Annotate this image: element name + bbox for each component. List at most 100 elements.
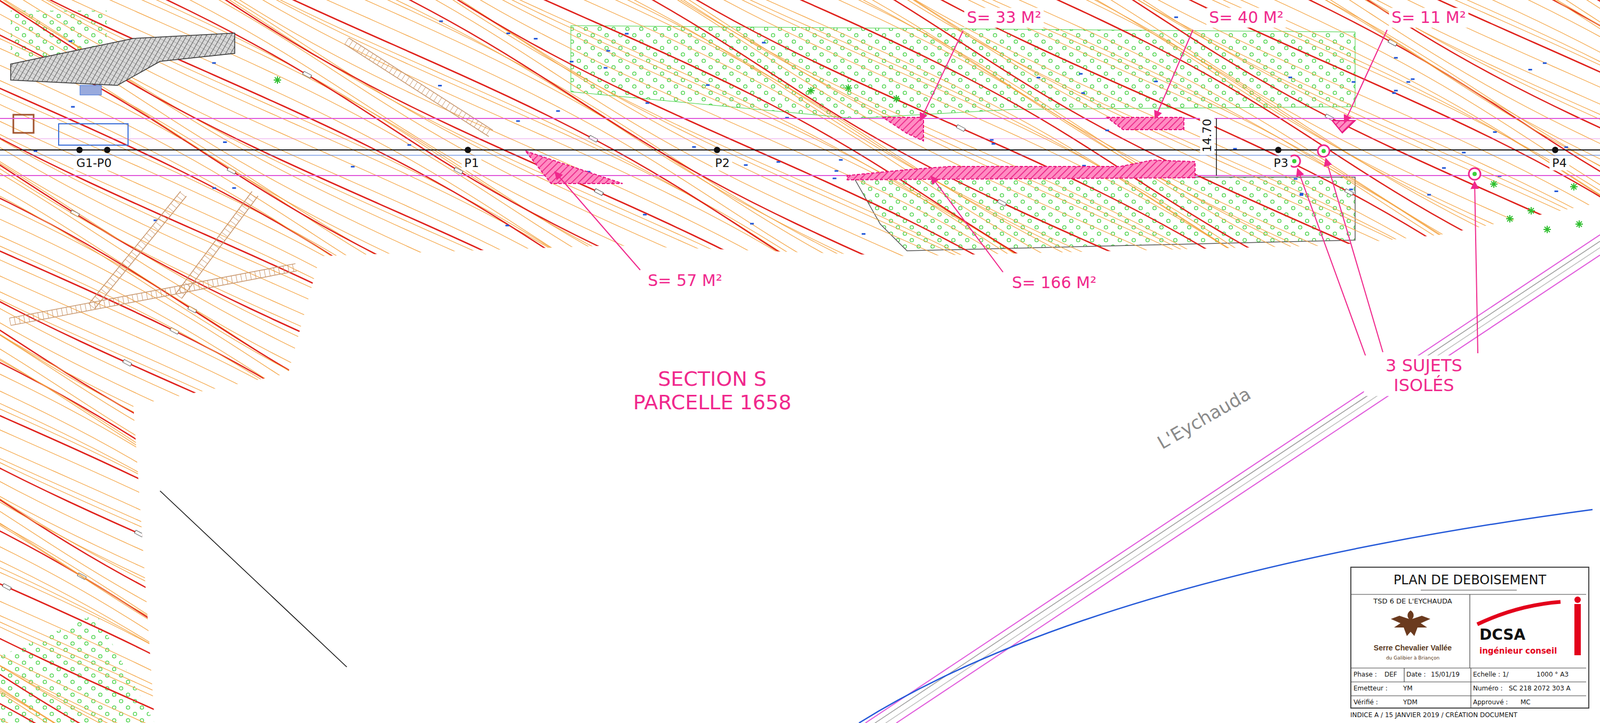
contour-line <box>8 0 1446 723</box>
survey-mark <box>705 84 710 86</box>
pylon-dot <box>104 146 111 154</box>
trail-tick <box>131 251 138 257</box>
corridor-edge <box>0 117 1600 119</box>
dimension-line <box>1215 118 1217 176</box>
trail-tick <box>175 293 182 299</box>
contour-line <box>0 0 714 723</box>
contour-line <box>0 0 1342 723</box>
forest-areas <box>0 10 1356 723</box>
lift-corridor <box>0 118 1600 176</box>
survey-mark <box>839 158 843 161</box>
trail-tick <box>109 277 116 283</box>
contour-line <box>1099 0 1600 723</box>
contour-line <box>0 0 1253 723</box>
pylon-dot <box>1551 146 1559 154</box>
pylon-label: P3 <box>1270 155 1291 171</box>
trail-tick <box>174 286 177 294</box>
contour-line <box>62 0 1509 723</box>
trail-tick <box>250 272 252 280</box>
contour-line <box>0 0 537 723</box>
trail-tick <box>140 240 147 246</box>
river-line <box>874 241 1600 723</box>
survey-mark <box>1410 78 1415 81</box>
shrub-symbol <box>273 76 282 84</box>
trail-tick <box>421 86 426 94</box>
tree-symbol <box>1317 145 1330 157</box>
pylon-label: G1-P0 <box>73 155 115 171</box>
cell-label: Date : <box>1406 671 1427 679</box>
cell-label: Approuvé : <box>1473 698 1508 707</box>
trail-tick <box>113 274 119 280</box>
trail-tick <box>474 120 479 127</box>
leader-line <box>1344 29 1388 123</box>
cell-value: DEF <box>1384 671 1398 679</box>
survey-mark <box>212 62 217 65</box>
trail-tick <box>369 53 374 60</box>
contour-line <box>650 0 1600 723</box>
corridor-edge <box>0 174 1600 177</box>
clearing-area <box>1332 120 1356 133</box>
revision-note: INDICE A / 15 JANVIER 2019 / CRÉATION DO… <box>1350 711 1518 720</box>
survey-mark <box>223 141 227 143</box>
shrub-symbol <box>892 94 901 103</box>
contour-line <box>0 0 1095 723</box>
survey-mark <box>33 150 38 153</box>
cell-label: Numéro : <box>1473 685 1503 693</box>
station <box>80 85 102 95</box>
area-callout: S= 11 M² <box>1388 8 1469 28</box>
trail-tick <box>66 307 68 315</box>
pylon-label: P4 <box>1549 155 1570 171</box>
trail-tick <box>179 192 186 197</box>
trail-tick <box>226 276 228 285</box>
trail-tick <box>122 263 129 268</box>
isolated-trees <box>1288 145 1481 180</box>
trail-tick <box>91 300 98 306</box>
trail-tick <box>100 289 107 294</box>
trail-tick <box>449 105 455 112</box>
lift-axis <box>0 149 1600 151</box>
survey-mark <box>1105 129 1110 132</box>
contour-line <box>0 0 396 723</box>
boundary <box>160 490 347 667</box>
contour-line <box>0 0 1223 723</box>
trail-tick <box>231 275 233 284</box>
trail-tick <box>221 277 224 285</box>
trail-tick <box>170 203 177 209</box>
leader-line <box>554 171 641 270</box>
trail-tick <box>244 201 251 206</box>
contour-tag <box>512 263 522 271</box>
contour-line <box>0 0 1313 723</box>
contour-line <box>1075 0 1600 723</box>
contour-line <box>858 0 1600 723</box>
trail-tick <box>117 297 120 305</box>
client-tagline: du Galibier à Briançon <box>1351 655 1475 661</box>
trail-tick <box>344 37 349 45</box>
contour-line <box>1335 0 1600 723</box>
contour-tag <box>1344 188 1354 196</box>
trail-tick <box>155 290 158 298</box>
cell-label: Phase : <box>1353 671 1377 679</box>
cell-label: Emetteur : <box>1353 685 1388 693</box>
building <box>13 114 34 133</box>
survey-mark <box>691 146 696 148</box>
cell-value: 1000 ° A3 <box>1536 671 1569 679</box>
cell-value: MC <box>1520 698 1531 707</box>
contour-line <box>1104 0 1600 723</box>
survey-mark <box>1392 92 1397 94</box>
contour-line <box>833 0 1600 723</box>
survey-mark <box>212 187 217 189</box>
survey-mark <box>1078 73 1083 75</box>
trail-tick <box>193 271 199 276</box>
contour-line <box>237 0 1600 723</box>
survey-mark <box>606 50 611 52</box>
cell-label: Vérifié : <box>1353 698 1379 707</box>
trail-edge <box>10 271 297 326</box>
survey-mark <box>407 144 412 146</box>
trail-tick <box>75 305 77 314</box>
contour-line <box>0 0 1214 723</box>
trail-tick <box>241 205 248 210</box>
survey-mark <box>991 142 996 145</box>
contour-line <box>108 0 1556 723</box>
contour-line <box>420 0 1600 723</box>
